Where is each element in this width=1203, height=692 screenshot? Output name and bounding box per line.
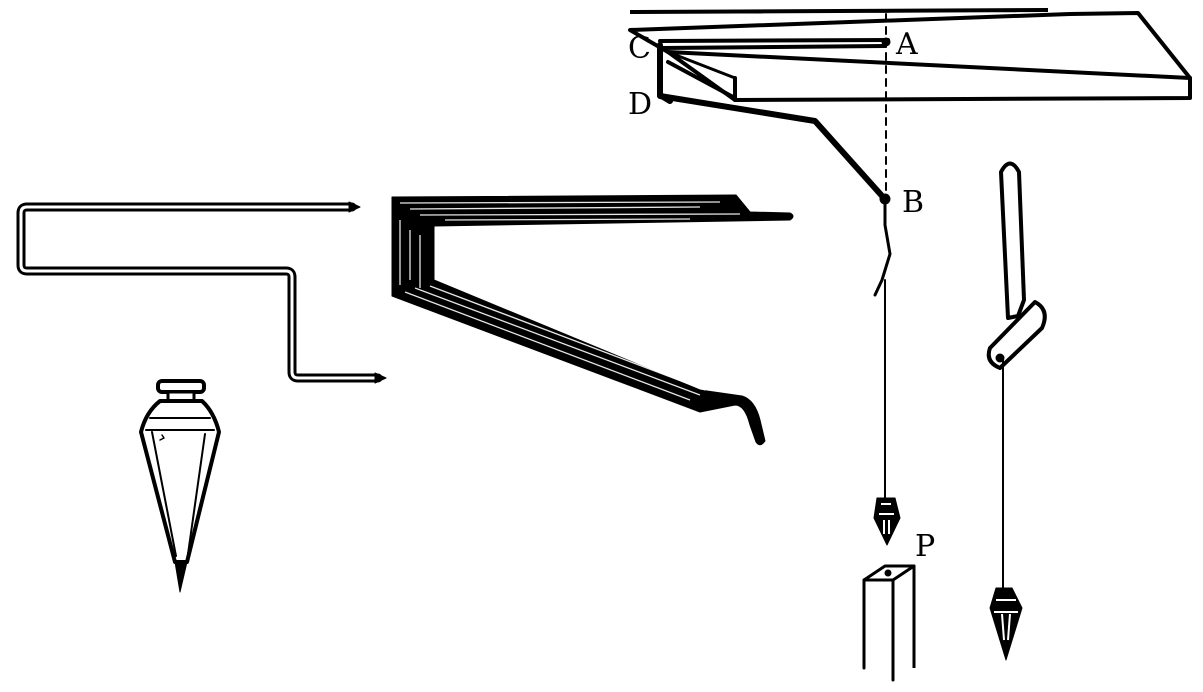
label-d: D [628,87,652,122]
plumb-bob [139,379,221,593]
label-a: A [895,27,918,62]
wire-hook [16,201,387,384]
label-p: P [915,529,935,564]
label-b: B [902,185,924,220]
table-setup: A C D B P [628,8,1192,682]
label-c: C [628,31,651,66]
shaded-bracket [391,194,794,446]
pivot-arm [986,161,1047,661]
